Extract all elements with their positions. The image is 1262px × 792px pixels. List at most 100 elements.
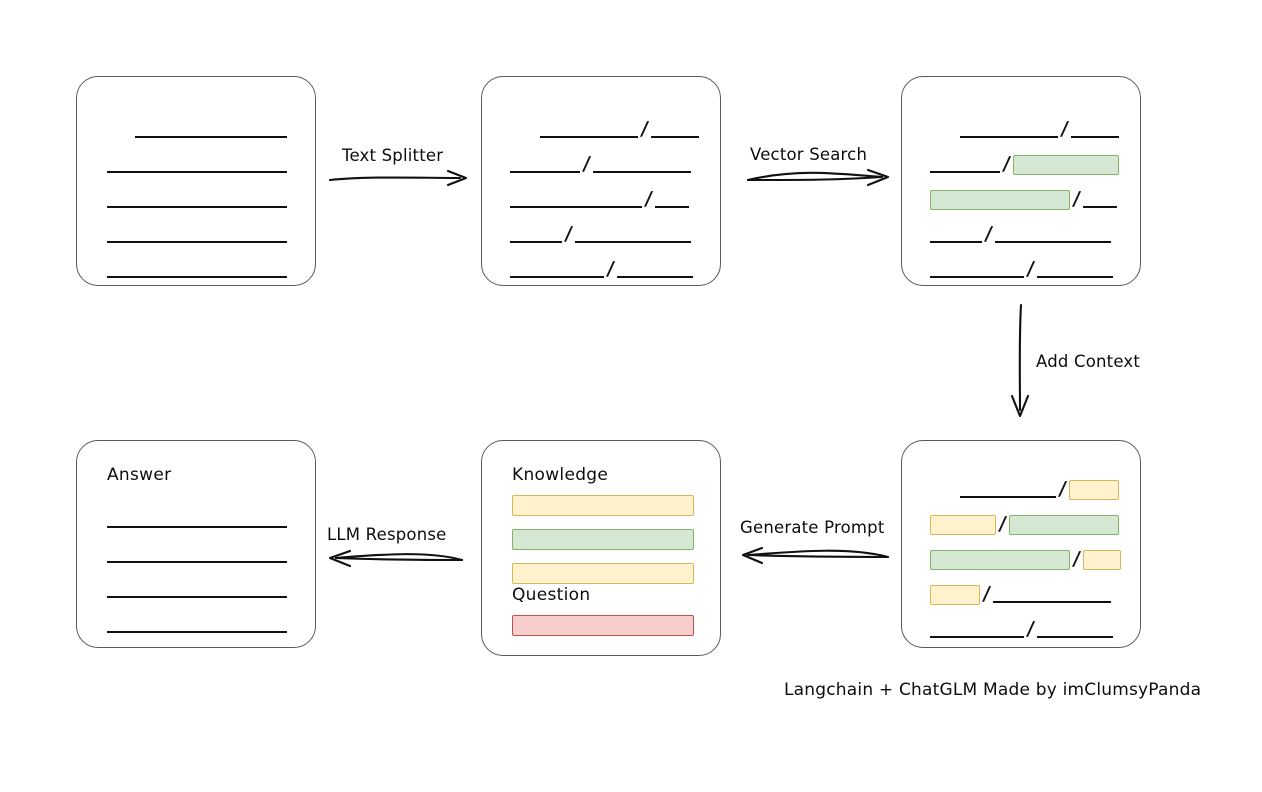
text-line	[77, 189, 345, 211]
text-line: /	[482, 257, 748, 281]
text-rule	[107, 583, 287, 598]
text-line: /	[902, 477, 1198, 501]
text-rule	[107, 158, 287, 173]
answer-lines	[77, 441, 315, 647]
text-rule	[1036, 263, 1113, 278]
chunk-separator: /	[983, 222, 994, 245]
text-rule	[930, 263, 1024, 278]
edge-label-generate-prompt: Generate Prompt	[740, 518, 885, 537]
chunk-separator: /	[1057, 477, 1068, 500]
highlight-chip-yellow	[1082, 550, 1121, 570]
text-line: /	[902, 582, 1168, 606]
text-rule	[107, 548, 287, 563]
text-rule	[592, 158, 691, 173]
text-rule	[510, 158, 580, 173]
chunk-separator: /	[1071, 547, 1082, 570]
text-rule	[540, 123, 638, 138]
text-rule	[135, 123, 287, 138]
chunk-separator: /	[639, 117, 650, 140]
text-rule	[1070, 123, 1119, 138]
text-rule	[930, 228, 982, 243]
text-rule	[510, 193, 642, 208]
chunk-separator: /	[981, 582, 992, 605]
arrow-llm-response	[328, 549, 464, 568]
highlight-chip-green	[1012, 155, 1119, 175]
chunk-separator: /	[563, 222, 574, 245]
arrow-text-splitter	[328, 169, 468, 187]
matched-chunks-lines: / / / / /	[902, 77, 1140, 285]
chunk-separator: /	[1001, 152, 1012, 175]
arrow-vector-search	[746, 168, 890, 187]
text-rule	[510, 263, 604, 278]
chunk-separator: /	[1025, 257, 1036, 280]
text-rule	[107, 193, 287, 208]
chunk-separator: /	[997, 512, 1008, 535]
node-prompt[interactable]: Knowledge Question	[481, 440, 721, 656]
edge-label-add-context: Add Context	[1036, 352, 1141, 371]
text-rule	[107, 513, 287, 528]
knowledge-bar-2	[512, 529, 694, 550]
text-line: /	[482, 222, 748, 246]
text-line	[77, 259, 345, 281]
text-rule	[994, 228, 1111, 243]
question-label: Question	[512, 585, 591, 605]
chunk-separator: /	[1025, 617, 1036, 640]
text-rule	[654, 193, 689, 208]
text-line: /	[902, 152, 1168, 176]
edge-label-llm-response: LLM Response	[327, 525, 447, 544]
edge-label-text-splitter: Text Splitter	[342, 146, 444, 165]
knowledge-bar-1	[512, 495, 694, 516]
text-line: /	[902, 617, 1168, 641]
text-line	[77, 154, 345, 176]
question-bar-1	[512, 615, 694, 636]
knowledge-bar-3	[512, 563, 694, 584]
text-rule	[992, 588, 1111, 603]
credit-text: Langchain + ChatGLM Made by imClumsyPand…	[784, 680, 1202, 700]
chunk-separator: /	[1071, 187, 1082, 210]
text-line	[77, 579, 345, 601]
knowledge-label: Knowledge	[512, 465, 609, 485]
text-rule	[960, 123, 1058, 138]
node-source-document[interactable]	[76, 76, 316, 286]
highlight-chip-yellow	[1068, 480, 1119, 500]
text-rule	[650, 123, 699, 138]
context-chunks-lines: / / / / /	[902, 441, 1140, 647]
text-line: /	[902, 547, 1168, 571]
text-rule	[1082, 193, 1117, 208]
node-context-chunks[interactable]: / / / / /	[901, 440, 1141, 648]
text-rule	[960, 483, 1056, 498]
text-rule	[107, 618, 287, 633]
text-line: /	[902, 257, 1168, 281]
text-line	[77, 224, 345, 246]
text-rule	[1036, 623, 1113, 638]
answer-label: Answer	[107, 465, 172, 485]
text-line: /	[482, 117, 778, 141]
node-split-chunks[interactable]: / / / / /	[481, 76, 721, 286]
source-document-lines	[77, 77, 315, 285]
arrow-generate-prompt	[741, 546, 890, 565]
text-line	[77, 119, 373, 141]
text-line	[77, 509, 345, 531]
text-rule	[107, 228, 287, 243]
chunk-separator: /	[605, 257, 616, 280]
text-rule	[930, 623, 1024, 638]
split-chunks-lines: / / / / /	[482, 77, 720, 285]
chunk-separator: /	[643, 187, 654, 210]
highlight-chip-green	[930, 550, 1070, 570]
text-line: /	[482, 152, 748, 176]
text-rule	[930, 158, 1000, 173]
highlight-chip-green	[930, 190, 1070, 210]
text-line: /	[902, 187, 1168, 211]
text-rule	[574, 228, 691, 243]
text-line	[77, 614, 345, 636]
node-matched-chunks[interactable]: / / / / /	[901, 76, 1141, 286]
text-line: /	[482, 187, 748, 211]
highlight-chip-green	[1008, 515, 1119, 535]
chunk-separator: /	[581, 152, 592, 175]
text-line: /	[902, 512, 1168, 536]
arrow-add-context	[1010, 303, 1030, 418]
node-answer[interactable]: Answer	[76, 440, 316, 648]
chunk-separator: /	[1059, 117, 1070, 140]
text-rule	[616, 263, 693, 278]
